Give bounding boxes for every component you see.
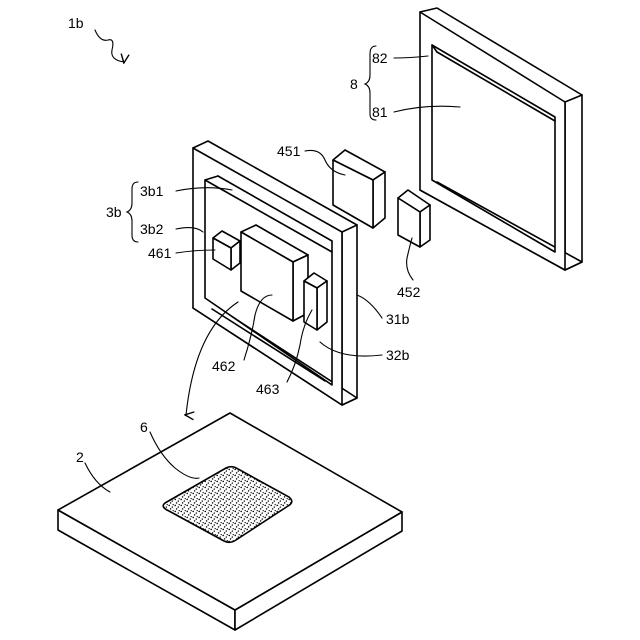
label-31b: 31b bbox=[386, 311, 410, 327]
label-1b: 1b bbox=[68, 15, 84, 31]
label-461: 461 bbox=[148, 245, 172, 261]
label-81: 81 bbox=[372, 104, 388, 120]
part-452 bbox=[398, 190, 430, 247]
part-463 bbox=[304, 273, 327, 330]
label-3b1: 3b1 bbox=[140, 183, 164, 199]
label-451: 451 bbox=[277, 143, 301, 159]
label-32b: 32b bbox=[386, 347, 410, 363]
label-8: 8 bbox=[350, 76, 358, 92]
leader-452 bbox=[407, 238, 413, 280]
label-2: 2 bbox=[76, 449, 84, 465]
label-82: 82 bbox=[372, 50, 388, 66]
label-3b: 3b bbox=[106, 204, 122, 220]
label-452: 452 bbox=[397, 284, 421, 300]
label-6: 6 bbox=[140, 419, 148, 435]
leader-1b bbox=[95, 30, 124, 62]
part-462 bbox=[241, 225, 308, 321]
brace-3b bbox=[127, 182, 138, 242]
frame-8 bbox=[420, 8, 582, 270]
leader-31b bbox=[357, 295, 382, 318]
label-3b2: 3b2 bbox=[140, 221, 164, 237]
label-462: 462 bbox=[212, 358, 236, 374]
part-461 bbox=[213, 231, 240, 270]
label-463: 463 bbox=[256, 381, 280, 397]
